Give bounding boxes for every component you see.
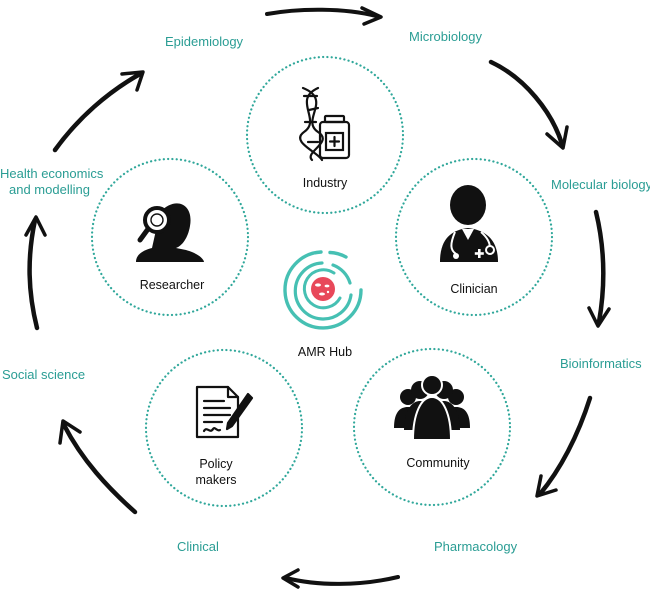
dna-and-medicine-bottle-icon	[299, 86, 351, 162]
label-health-economics: Health economics	[0, 166, 104, 181]
node-label-researcher: Researcher	[140, 278, 205, 292]
group-of-people-icon	[394, 374, 470, 441]
arrow-bottom	[281, 568, 400, 589]
arrow-right	[587, 209, 611, 328]
ring-industry	[245, 55, 405, 215]
petri-dish-maze-icon	[283, 250, 363, 330]
label-microbiology: Microbiology	[409, 29, 482, 44]
person-with-magnifier-icon	[136, 203, 204, 262]
arrow-lower-left	[58, 419, 138, 515]
label-bioinformatics: Bioinformatics	[560, 356, 642, 371]
signed-document-pen-icon	[195, 385, 254, 439]
label-clinical: Clinical	[177, 539, 219, 554]
label-social-science: Social science	[2, 367, 85, 382]
node-label-clinician: Clinician	[450, 282, 497, 296]
arrow-top-right	[265, 6, 383, 26]
arrow-upper-right	[488, 59, 569, 150]
label-and-modelling: and modelling	[9, 182, 90, 197]
ring-community	[352, 347, 512, 507]
ring-policy-makers	[144, 348, 304, 508]
doctor-with-stethoscope-icon	[440, 185, 498, 262]
label-molecular-biology: Molecular biology	[551, 177, 650, 192]
node-label-community: Community	[406, 456, 470, 470]
ring-clinician	[394, 157, 554, 317]
arrow-left	[24, 215, 47, 331]
label-pharmacology: Pharmacology	[434, 539, 518, 554]
ring-researcher	[90, 157, 250, 317]
node-label-amr-hub: AMR Hub	[298, 345, 352, 359]
node-label-policy: Policy	[199, 457, 233, 471]
node-label-industry: Industry	[303, 176, 348, 190]
arrow-lower-right	[535, 395, 593, 498]
node-label-makers: makers	[196, 473, 237, 487]
label-epidemiology: Epidemiology	[165, 34, 244, 49]
arrow-upper-left	[52, 70, 145, 153]
